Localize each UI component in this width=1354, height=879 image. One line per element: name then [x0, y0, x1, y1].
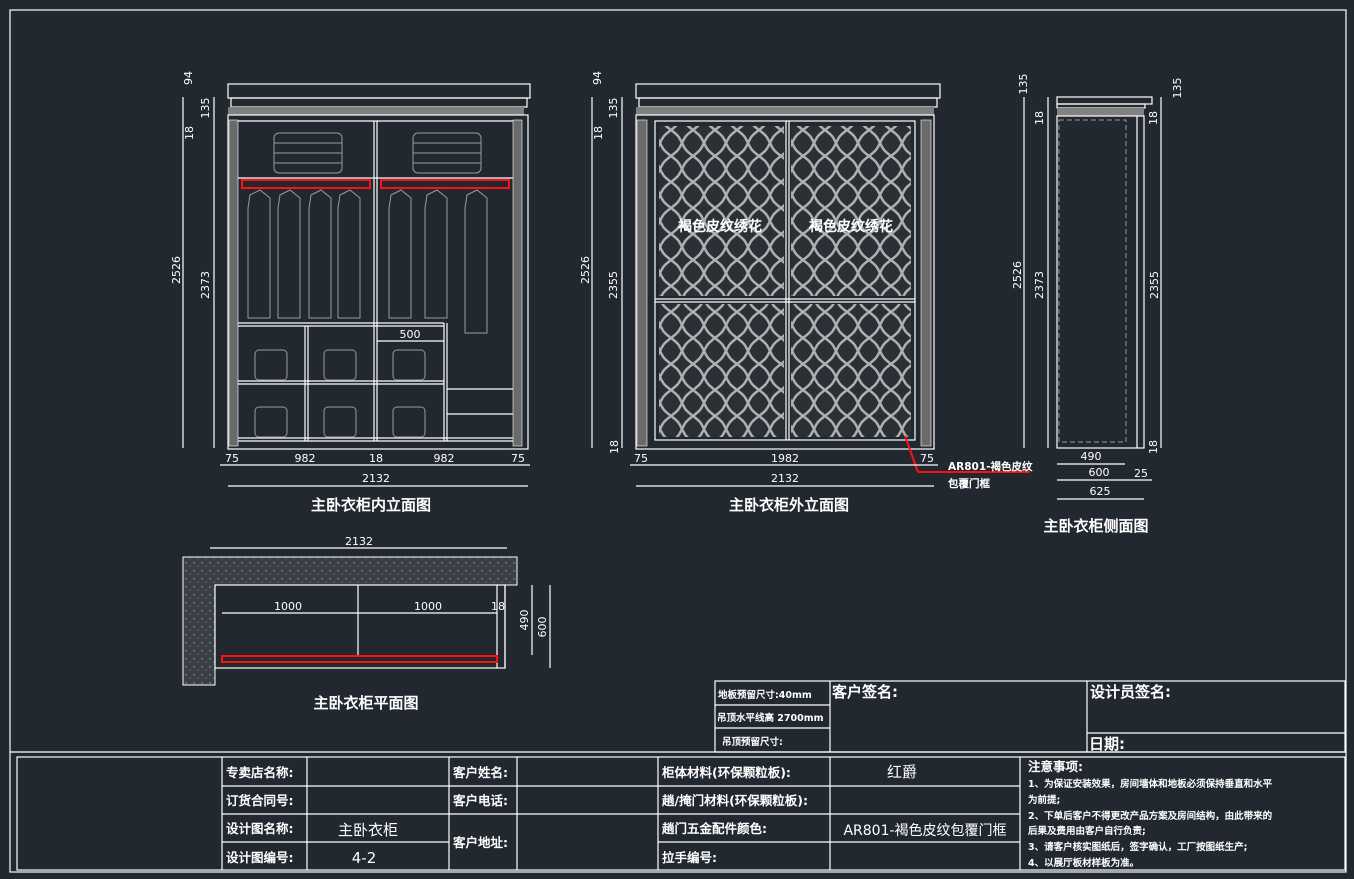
view-title-outer: 主卧衣柜外立面图	[729, 496, 849, 514]
dim-top-18: 18	[183, 126, 196, 140]
label-customer-name: 客户姓名:	[452, 765, 508, 780]
dim-w-mid1: 982	[295, 452, 316, 465]
dim-w-right: 75	[511, 452, 525, 465]
side-elevation: 2526 2373 2355 135 135 18 18 18 490 600 …	[1011, 74, 1184, 536]
dim-top-94: 94	[591, 71, 604, 85]
door-panel	[659, 304, 784, 437]
dim-w-mid2: 982	[434, 452, 455, 465]
value-design-no[interactable]: 4-2	[352, 849, 377, 867]
plan-view: 2132 1000 1000 18 490 600 主卧衣柜平面图	[182, 535, 551, 712]
dim-w1: 1000	[274, 600, 302, 613]
dim-top-135: 135	[199, 98, 212, 119]
dim-top-94: 94	[182, 71, 195, 85]
ceiling-level: 吊顶水平线高 2700mm	[717, 712, 824, 724]
note-line: 4、以展厅板材样板为准。	[1028, 857, 1139, 869]
dim-total-height: 2526	[579, 256, 592, 284]
dim-490: 490	[518, 610, 531, 631]
label-customer-address: 客户地址:	[452, 835, 508, 850]
dim-door-height: 2355	[607, 271, 620, 299]
dim-w-mid: 1982	[771, 452, 799, 465]
date-label: 日期:	[1089, 735, 1125, 753]
notes-title: 注意事项:	[1028, 759, 1083, 774]
dim-top-left: 135	[1017, 74, 1030, 95]
door-panel	[791, 304, 911, 437]
dim-inner-height: 2373	[1033, 271, 1046, 299]
label-customer-phone: 客户电话:	[452, 793, 508, 808]
dim-total-height: 2526	[170, 256, 183, 284]
door-panel	[791, 126, 911, 296]
drawing-border	[9, 9, 1347, 873]
label-handle-no: 拉手编号:	[662, 850, 717, 865]
callout-line2: 包覆门框	[948, 477, 990, 490]
value-design-name[interactable]: 主卧衣柜	[338, 821, 398, 839]
customer-signature-label: 客户签名:	[831, 683, 898, 701]
dim-600: 600	[536, 617, 549, 638]
ceiling-reserve: 吊顶预留尺寸:	[722, 736, 783, 748]
value-hardware-color[interactable]: AR801-褐色皮纹包覆门框	[843, 822, 1006, 839]
view-title-side: 主卧衣柜侧面图	[1043, 517, 1148, 535]
dim-w2: 1000	[414, 600, 442, 613]
dim-top-18: 18	[592, 126, 605, 140]
note-line: 为前提;	[1028, 794, 1060, 806]
door-label-left: 褐色皮纹绣花	[677, 218, 762, 235]
label-store-name: 专卖店名称:	[226, 765, 294, 780]
note-line: 1、为保证安装效果，房间墙体和地板必须保持垂直和水平	[1028, 778, 1273, 790]
value-cabinet-material[interactable]: 红爵	[887, 763, 917, 781]
door-panel	[659, 126, 784, 296]
dim-door-height: 2355	[1148, 271, 1161, 299]
dim-shelf-width: 500	[400, 328, 421, 341]
dim-inner-height: 2373	[199, 271, 212, 299]
label-contract-no: 订货合同号:	[226, 793, 294, 808]
dim-w-left: 75	[225, 452, 239, 465]
callout-line1: AR801-褐色皮纹	[948, 460, 1033, 473]
label-design-no: 设计图编号:	[226, 850, 294, 865]
dim-w3: 18	[491, 600, 505, 613]
outer-elevation: 褐色皮纹绣花 褐色皮纹绣花 AR801-褐色皮纹 包覆门框 2526 2355 …	[579, 71, 1033, 514]
dim-top-135: 135	[607, 98, 620, 119]
dim-total-width: 2132	[345, 535, 373, 548]
title-block: 地板预留尺寸:40mm 吊顶水平线高 2700mm 吊顶预留尺寸: 客户签名: …	[10, 680, 1346, 871]
dim-w-center: 18	[369, 452, 383, 465]
dim-w-right: 75	[920, 452, 934, 465]
floor-reserve: 地板预留尺寸:40mm	[718, 689, 812, 701]
dim-18-right: 18	[1147, 111, 1160, 125]
dim-bottom-18: 18	[1147, 440, 1160, 454]
label-cabinet-material: 柜体材料(环保颗粒板):	[661, 765, 791, 780]
dim-600: 600	[1089, 466, 1110, 479]
designer-signature-label: 设计员签名:	[1090, 683, 1171, 701]
dim-490: 490	[1081, 450, 1102, 463]
note-line: 2、下单后客户不得更改产品方案及房间结构，由此带来的	[1028, 810, 1273, 822]
dim-total-width: 2132	[362, 472, 390, 485]
inner-elevation: 500 2526 2373 94 135 18 75 982 18 982 75…	[170, 71, 531, 514]
label-door-material: 趟/掩门材料(环保颗粒板):	[662, 793, 808, 808]
label-design-name: 设计图名称:	[226, 821, 294, 836]
view-title-inner: 主卧衣柜内立面图	[311, 496, 431, 514]
dim-bottom-18: 18	[608, 440, 621, 454]
dim-w-left: 75	[634, 452, 648, 465]
note-line: 3、请客户核实图纸后，签字确认，工厂按图纸生产;	[1028, 841, 1247, 853]
dim-top-right: 135	[1171, 78, 1184, 99]
dim-total-width: 2132	[771, 472, 799, 485]
label-hardware-color: 趟门五金配件颜色:	[662, 821, 767, 836]
dim-18-left: 18	[1033, 111, 1046, 125]
note-line: 后果及费用由客户自行负责;	[1028, 825, 1146, 837]
dim-25: 25	[1134, 467, 1148, 480]
dim-625: 625	[1090, 485, 1111, 498]
dim-total-height: 2526	[1011, 261, 1024, 289]
door-label-right: 褐色皮纹绣花	[808, 218, 893, 235]
view-title-plan: 主卧衣柜平面图	[313, 694, 418, 712]
